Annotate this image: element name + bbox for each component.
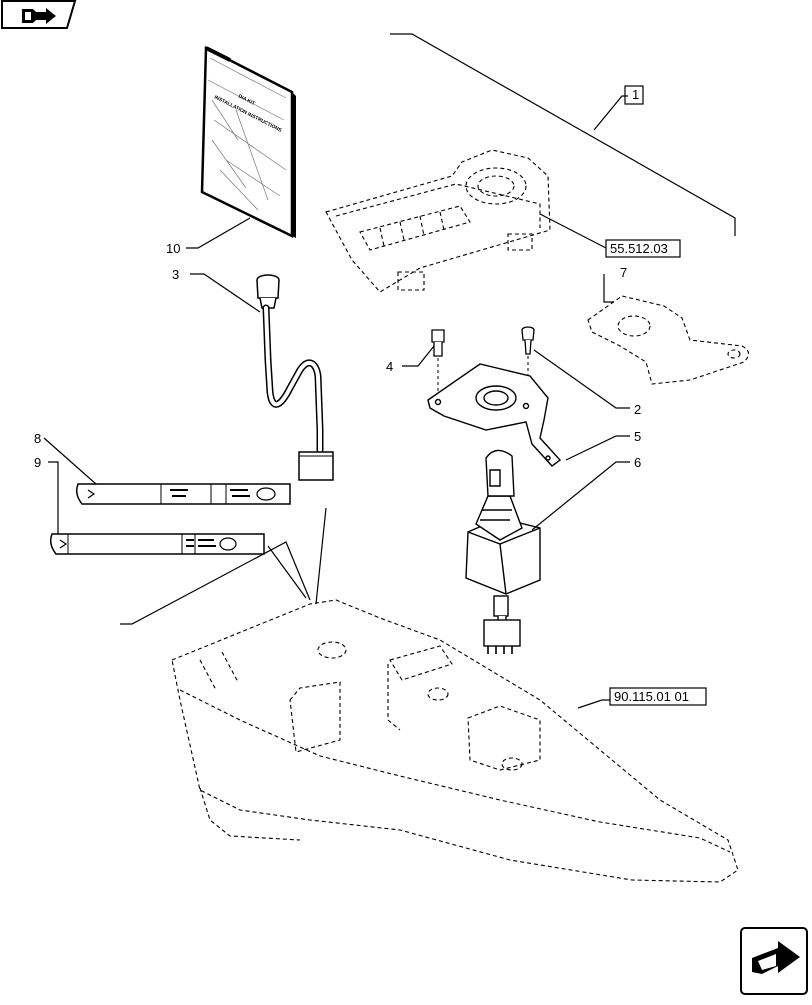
callout-5: 5: [634, 429, 641, 444]
callout-2: 2: [634, 402, 641, 417]
nav-next-button[interactable]: [740, 927, 808, 995]
console-panel: [325, 149, 551, 293]
decal-item-9: [49, 533, 265, 555]
joystick-item-6: [465, 449, 541, 654]
callout-1: 1: [632, 87, 639, 102]
joystick-bracket-item-7: [587, 295, 750, 385]
callout-3: 3: [172, 267, 179, 282]
decal-item-8: [75, 483, 291, 505]
armrest-base-housing: [171, 599, 739, 883]
screw-item-2: [521, 326, 535, 386]
ref-link-console[interactable]: 55.512.03: [605, 239, 681, 258]
installation-manual-book: DIA KIT INSTALLATION INSTRUCTIONS: [200, 45, 296, 239]
screw-item-4: [431, 329, 445, 400]
mounting-plate-item-5: [427, 363, 562, 467]
callout-9: 9: [34, 455, 41, 470]
callout-6: 6: [634, 455, 641, 470]
leader-lines: [43, 33, 736, 709]
callout-7: 7: [620, 265, 627, 280]
callout-10: 10: [166, 241, 180, 256]
arrow-back-icon: [22, 8, 56, 24]
callout-4: 4: [386, 359, 393, 374]
switch-cable-assembly: [256, 274, 334, 481]
ref-console-label: 55.512.03: [610, 241, 668, 256]
callout-1-box: [624, 85, 644, 105]
nav-back-button[interactable]: [1, 0, 77, 29]
ref-link-base[interactable]: 90.115.01 01: [609, 687, 707, 706]
arrow-next-icon: [752, 941, 800, 974]
callout-8: 8: [34, 431, 41, 446]
ref-base-label: 90.115.01 01: [614, 689, 689, 704]
